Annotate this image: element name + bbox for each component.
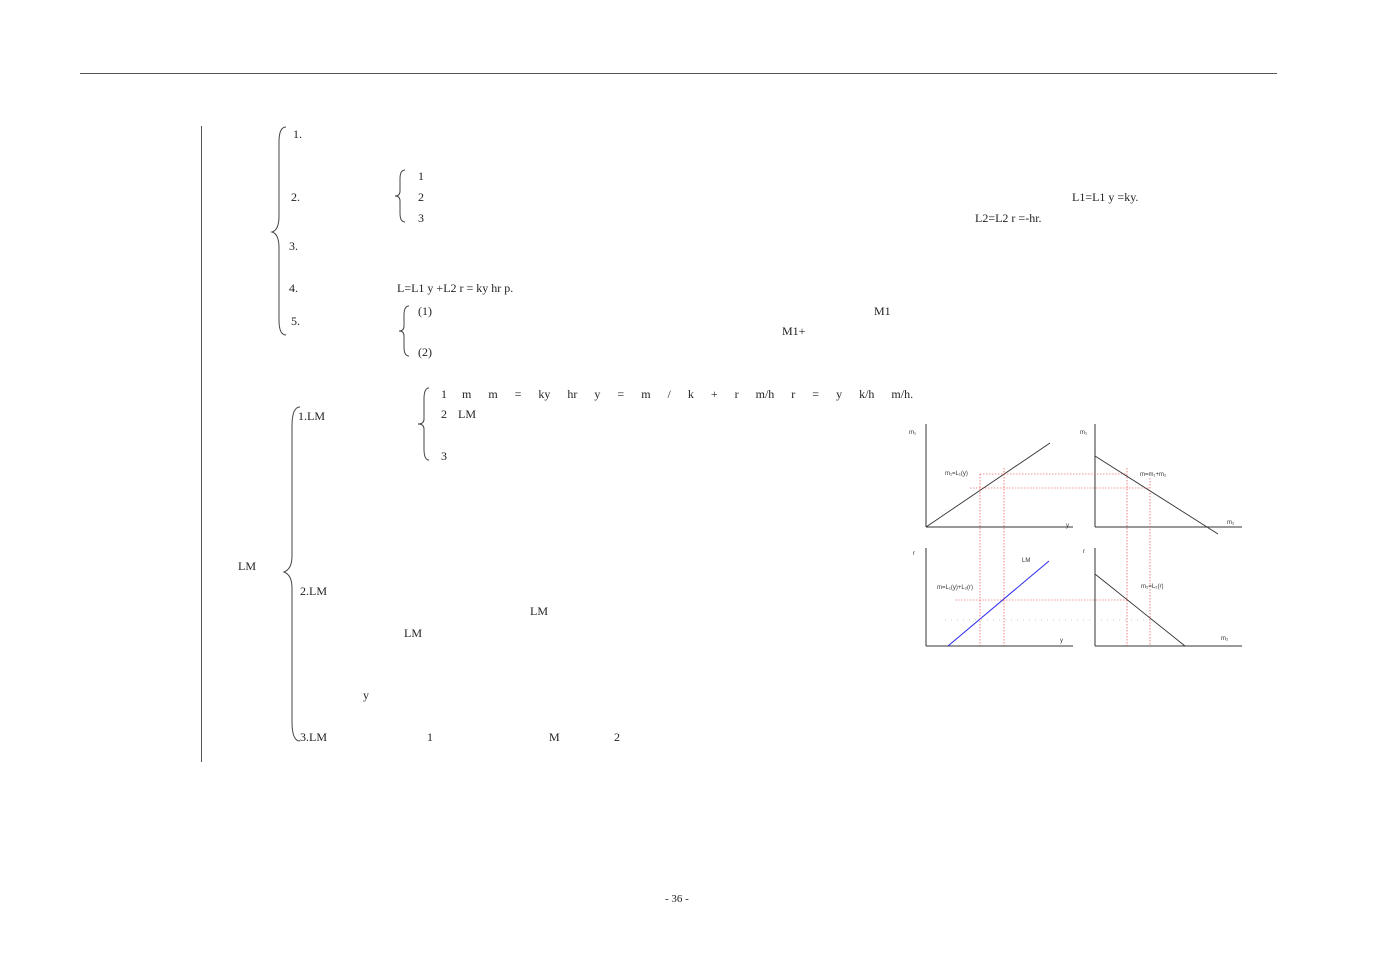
header-rule — [80, 73, 1277, 74]
outline-b-item-3-fragment-2: M — [549, 730, 560, 744]
q3-y-axis-label: r — [913, 551, 915, 557]
diagram-axes — [925, 424, 1242, 647]
outline-a-brace — [270, 126, 287, 336]
formula-total-demand: L=L1 y +L2 r = ky hr p. — [397, 281, 514, 295]
curve-money-supply — [1094, 455, 1219, 535]
outline-b-item-1: 1.LM — [298, 409, 325, 423]
outline-a-item-2-sub-2: 2 — [418, 190, 424, 204]
formula-l2: L2=L2 r =-hr. — [975, 211, 1042, 225]
outline-a-item-2-sub-1: 1 — [418, 169, 424, 183]
outline-a-item-1: 1. — [293, 127, 302, 141]
outline-a-item-2: 2. — [291, 190, 300, 204]
outline-a-item-5-brace — [398, 305, 410, 357]
lm-curve-label: LM — [1022, 558, 1030, 564]
outline-b-item-1-sub-2-text: LM — [458, 407, 476, 421]
q3-curve-label: m=L₁(y)+L₂(r) — [937, 585, 973, 591]
q1-x-axis-label: y — [1066, 523, 1069, 529]
outline-a-item-5-sub-1: (1) — [418, 304, 432, 318]
note-m1-plus: M1+ — [782, 324, 806, 338]
outline-a-item-3: 3. — [289, 239, 298, 253]
outline-b-item-2-fragment-1: LM — [530, 604, 548, 618]
formula-l1: L1=L1 y =ky. — [1072, 190, 1139, 204]
curve-lm — [947, 560, 1050, 647]
q4-curve-label: m₂=L₂(r) — [1141, 584, 1164, 590]
q4-y-axis-label: r — [1083, 549, 1085, 555]
outline-b-brace — [282, 406, 301, 742]
q2-y-axis-label: m₁ — [1080, 430, 1087, 436]
curve-l1 — [925, 442, 1051, 528]
page-number: - 36 - — [665, 893, 689, 905]
outline-b-item-1-sub-1-num: 1 — [441, 387, 447, 401]
outline-a-item-2-brace — [394, 169, 406, 223]
outline-a-item-5-sub-2: (2) — [418, 345, 432, 359]
note-m1: M1 — [874, 304, 891, 318]
q2-curve-label: m=m₁+m₂ — [1140, 472, 1167, 478]
q4-x-axis-label: m₂ — [1221, 636, 1229, 642]
outline-b-item-3: 3.LM — [300, 730, 327, 744]
outline-b-item-2-fragment-2: LM — [404, 626, 422, 640]
curve-l2 — [1094, 573, 1186, 647]
outline-b-item-1-sub-1-text: m m = ky hr y = m / k + r m/h r = y k/h … — [462, 388, 913, 400]
outline-b-item-1-brace — [417, 387, 430, 461]
lm-derivation-formula: m m = ky hr y = m / k + r m/h r = y k/h … — [462, 387, 914, 401]
outline-b-item-1-sub-3-num: 3 — [441, 449, 447, 463]
diagram-guides — [955, 468, 1151, 646]
outline-b-item-3-fragment-3: 2 — [614, 730, 620, 744]
outline-a-item-4: 4. — [289, 281, 298, 295]
outline-a-item-2-sub-3: 3 — [418, 211, 424, 225]
outline-b-item-1-sub-2-num: 2 — [441, 407, 447, 421]
left-margin-rule — [201, 126, 202, 762]
outline-a-item-5: 5. — [291, 314, 300, 328]
q1-curve-label: m₁=L₁(y) — [945, 471, 968, 477]
q1-y-axis-label: m₁ — [909, 430, 916, 436]
outline-b-item-2-fragment-3: y — [363, 688, 369, 702]
outline-b-item-2: 2.LM — [300, 584, 327, 598]
q3-x-axis-label: y — [1060, 638, 1063, 644]
q2-x-axis-label: m₂ — [1227, 520, 1235, 526]
outline-b-root: LM — [238, 559, 256, 573]
outline-b-item-3-fragment-1: 1 — [427, 730, 433, 744]
lm-four-quadrant-diagram: m₁ y m₁=L₁(y) m₁ m₂ m=m₁+m₂ r y m=L₁(y)+… — [909, 424, 1242, 647]
